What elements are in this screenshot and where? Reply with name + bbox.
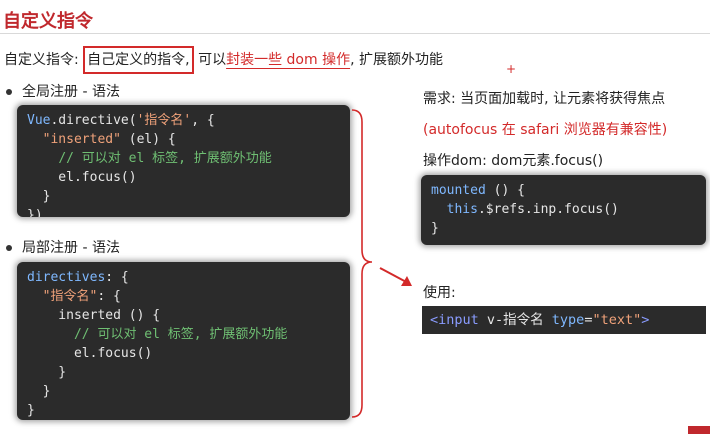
code-line: } [27, 384, 51, 399]
code-line: "inserted" (el) { [42, 132, 176, 147]
code-token: '指令名' [136, 113, 192, 128]
code-line: el.focus() [27, 170, 137, 185]
intro-suffix: , 扩展额外功能 [350, 52, 443, 68]
requirement-text: 需求: 当页面加载时, 让元素将获得焦点 [423, 91, 666, 107]
title-divider [0, 33, 710, 34]
intro-line: 自定义指令: 自己定义的指令, 可以封装一些 dom 操作, 扩展额外功能 [4, 46, 443, 74]
code-line: } [27, 403, 35, 418]
code-token: > [641, 312, 650, 328]
code-token: // 可以对 el 标签, 扩展额外功能 [73, 327, 288, 342]
code-token: type [551, 312, 585, 328]
code-line: directives: { [27, 270, 129, 285]
mounted-code-block: mounted () { this.$refs.inp.focus()} [421, 175, 706, 245]
code-line: this.$refs.inp.focus() [446, 202, 619, 217]
plus-marker: + [506, 62, 517, 76]
code-line: } [27, 189, 51, 204]
intro-boxed-text: 自己定义的指令, [83, 46, 194, 74]
code-line: Vue.directive('指令名', { [27, 113, 215, 128]
code-line: }) [27, 208, 43, 217]
code-token: directives [27, 270, 106, 285]
code-token: "text" [592, 312, 642, 328]
code-line: // 可以对 el 标签, 扩展额外功能 [27, 149, 340, 168]
usage-label: 使用: [423, 285, 456, 301]
code-line: } [431, 221, 439, 236]
bullet-dot-icon [6, 245, 12, 251]
code-token: <input [430, 312, 479, 328]
code-line: } [27, 365, 67, 380]
corner-logo [688, 426, 710, 434]
intro-prefix: 自定义指令: [4, 52, 84, 68]
code-line: // 可以对 el 标签, 扩展额外功能 [27, 325, 340, 344]
code-token: // 可以对 el 标签, 扩展额外功能 [58, 151, 272, 166]
local-label: 局部注册 - 语法 [22, 240, 120, 256]
usage-code-block: <input v-指令名 type="text"> [422, 306, 706, 334]
code-line: inserted () { [27, 308, 161, 323]
code-token: mounted [431, 183, 486, 198]
red-bracket [351, 109, 373, 418]
global-code-block: Vue.directive('指令名', { "inserted" (el) {… [17, 105, 350, 217]
code-token: this [446, 202, 478, 217]
intro-middle: 可以 [193, 52, 227, 68]
bullet-global: 全局注册 - 语法 [6, 81, 120, 101]
intro-underlined-text: 封装一些 dom 操作 [226, 52, 351, 68]
bullet-dot-icon [6, 89, 12, 95]
compat-note: (autofocus 在 safari 浏览器有兼容性) [423, 122, 668, 138]
dom-op-text: 操作dom: dom元素.focus() [423, 153, 604, 169]
code-line: el.focus() [27, 346, 153, 361]
red-arrow-head [401, 276, 412, 286]
local-code-block: directives: { "指令名": { inserted () { // … [17, 262, 350, 420]
code-line: mounted () { [431, 183, 525, 198]
global-label: 全局注册 - 语法 [22, 84, 120, 100]
red-arrow-line [379, 267, 411, 285]
code-token: "指令名" [42, 289, 98, 304]
bullet-local: 局部注册 - 语法 [6, 237, 120, 257]
code-token: Vue [27, 113, 51, 128]
page-title: 自定义指令 [3, 11, 93, 32]
code-token: "inserted" [42, 132, 121, 147]
code-line: "指令名": { [42, 289, 121, 304]
